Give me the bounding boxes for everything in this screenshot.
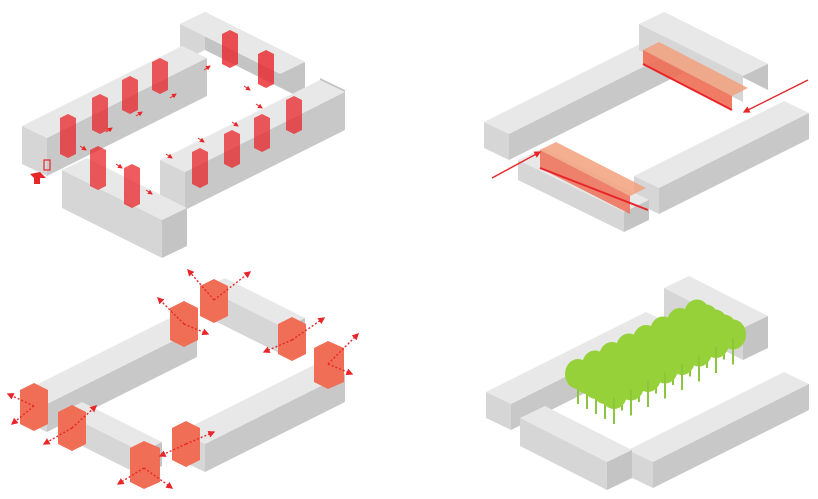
glass-band-front (539, 142, 649, 214)
tower (254, 114, 270, 152)
entry-arrow (30, 159, 51, 184)
tower (192, 148, 208, 188)
passage-flow (491, 79, 809, 179)
tower (286, 96, 302, 134)
panel-circulation (22, 12, 345, 258)
corner-cube (130, 441, 160, 489)
tree-grove (565, 299, 746, 424)
block-right (628, 372, 809, 488)
tower (124, 164, 140, 208)
block-back (484, 32, 689, 160)
corner-cube (20, 383, 48, 431)
block-right (634, 101, 809, 214)
tower (152, 58, 168, 94)
tower (222, 30, 238, 68)
panel-corners (6, 268, 359, 489)
tower (60, 114, 76, 158)
block-front (520, 406, 632, 490)
tower (122, 76, 138, 114)
circulation-arrows (79, 65, 263, 195)
panel-passage (484, 12, 809, 232)
circulation-towers (60, 30, 302, 208)
tower (224, 130, 240, 168)
corner-cube (200, 279, 228, 323)
panel-courtyard-trees (486, 276, 809, 490)
corner-cube (278, 317, 306, 361)
glass-band-back (642, 42, 748, 111)
tower (90, 146, 106, 190)
tower (92, 94, 108, 134)
tower (258, 50, 274, 88)
view-arrows (6, 268, 359, 489)
tree (720, 319, 746, 365)
